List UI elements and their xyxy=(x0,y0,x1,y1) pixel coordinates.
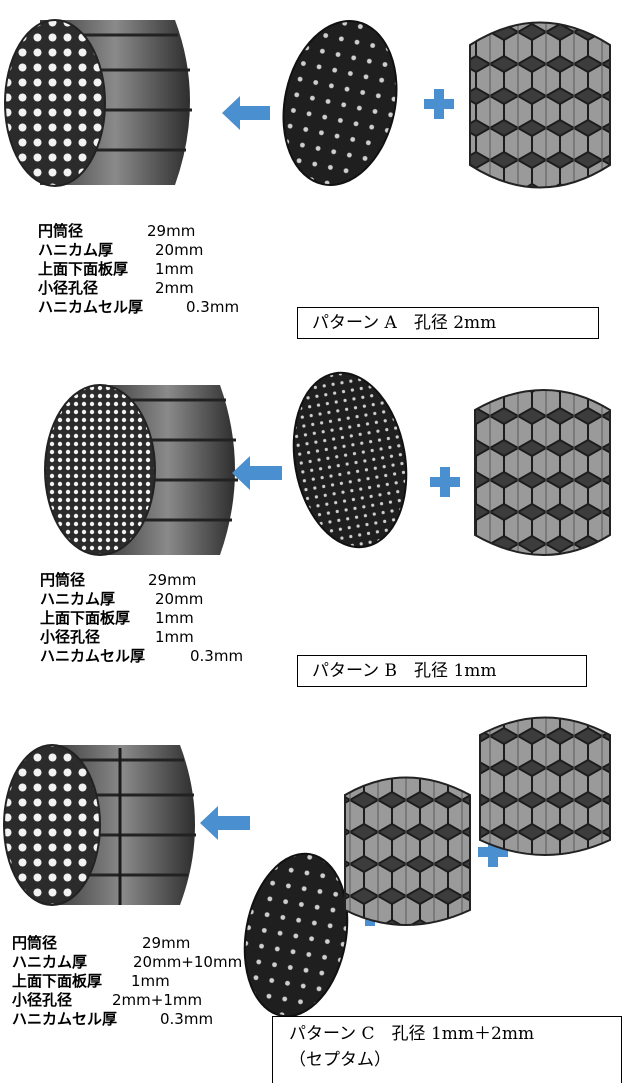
spec-value: 0.3mm xyxy=(186,298,240,316)
arrow-left-icon xyxy=(222,96,270,130)
honeycomb-core-a xyxy=(469,21,611,189)
section-b-illustration xyxy=(44,371,611,556)
pattern-b-label-box: パターン B 孔径 1mm xyxy=(297,655,587,687)
spec-label: 小径孔径 xyxy=(40,628,101,646)
perforated-plate-b xyxy=(292,371,408,549)
spec-value: 1mm xyxy=(155,628,194,646)
pattern-c-sublabel: （セプタム） xyxy=(289,1050,391,1070)
spec-value: 2mm xyxy=(155,279,194,297)
pattern-b-label: パターン B 孔径 1mm xyxy=(312,661,497,681)
pattern-c-label-box: パターン C 孔径 1mm＋2mm （セプタム） xyxy=(272,1016,622,1083)
perforated-plate-c xyxy=(243,852,349,1018)
arrow-left-icon xyxy=(200,806,250,840)
spec-label: ハニカムセル厚 xyxy=(12,1010,118,1028)
spec-label: ハニカム厚 xyxy=(12,953,88,971)
spec-label: 上面下面板厚 xyxy=(40,609,131,627)
spec-row: 円筒径 29mm xyxy=(40,571,280,590)
specs-pattern-b: 円筒径 29mm ハニカム厚 20mm 上面下面板厚 1mm 小径孔径 1mm ハニカム… xyxy=(40,571,280,666)
spec-row: ハニカムセル厚 0.3mm xyxy=(12,1010,282,1029)
spec-row: ハニカム厚 20mm+10mm xyxy=(12,953,282,972)
spec-row: 上面下面板厚 1mm xyxy=(40,609,280,628)
assembled-cylinder-c xyxy=(3,744,196,906)
spec-value: 1mm xyxy=(155,609,194,627)
spec-value: 20mm xyxy=(155,241,204,259)
spec-label: ハニカム厚 xyxy=(40,590,116,608)
plus-icon xyxy=(424,89,454,119)
spec-row: ハニカムセル厚 0.3mm xyxy=(38,298,278,317)
plus-icon xyxy=(478,837,508,867)
spec-row: ハニカム厚 20mm xyxy=(40,590,280,609)
assembled-cylinder-b xyxy=(44,384,238,556)
spec-row: 小径孔径 1mm xyxy=(40,628,280,647)
spec-label: ハニカムセル厚 xyxy=(38,298,144,316)
spec-row: 上面下面板厚 1mm xyxy=(12,972,282,991)
spec-value: 29mm xyxy=(142,934,191,952)
spec-label: 円筒径 xyxy=(12,934,58,952)
spec-row: 小径孔径 2mm+1mm xyxy=(12,991,282,1010)
spec-value: 1mm xyxy=(131,972,170,990)
spec-label: 上面下面板厚 xyxy=(12,972,103,990)
section-c-illustration xyxy=(3,716,611,1018)
pattern-a-label-box: パターン A 孔径 2mm xyxy=(297,307,599,339)
section-a-illustration xyxy=(4,19,611,189)
spec-row: 円筒径 29mm xyxy=(12,934,282,953)
spec-row: 円筒径 29mm xyxy=(38,222,278,241)
honeycomb-core-b xyxy=(474,389,611,556)
spec-label: 円筒径 xyxy=(38,222,84,240)
spec-value: 29mm xyxy=(148,571,197,589)
assembled-cylinder-a xyxy=(4,19,192,187)
spec-label: ハニカム厚 xyxy=(38,241,114,259)
spec-value: 2mm+1mm xyxy=(112,991,203,1009)
perforated-plate-a xyxy=(282,20,398,186)
spec-row: 小径孔径 2mm xyxy=(38,279,278,298)
spec-value: 20mm xyxy=(155,590,204,608)
spec-value: 0.3mm xyxy=(160,1010,214,1028)
spec-label: 小径孔径 xyxy=(12,991,73,1009)
spec-value: 0.3mm xyxy=(190,647,244,665)
honeycomb-core-c-front xyxy=(344,776,471,926)
arrow-left-icon xyxy=(232,456,282,490)
spec-value: 29mm xyxy=(147,222,196,240)
specs-pattern-c: 円筒径 29mm ハニカム厚 20mm+10mm 上面下面板厚 1mm 小径孔径 2mm… xyxy=(12,934,282,1029)
plus-icon xyxy=(430,467,460,497)
spec-label: 円筒径 xyxy=(40,571,86,589)
spec-row: ハニカムセル厚 0.3mm xyxy=(40,647,280,666)
spec-label: ハニカムセル厚 xyxy=(40,647,146,665)
spec-label: 上面下面板厚 xyxy=(38,260,129,278)
pattern-a-label: パターン A 孔径 2mm xyxy=(312,313,497,333)
spec-row: ハニカム厚 20mm xyxy=(38,241,278,260)
spec-value: 20mm+10mm xyxy=(133,953,243,971)
spec-value: 1mm xyxy=(155,260,194,278)
spec-row: 上面下面板厚 1mm xyxy=(38,260,278,279)
specs-pattern-a: 円筒径 29mm ハニカム厚 20mm 上面下面板厚 1mm 小径孔径 2mm ハニカム… xyxy=(38,222,278,317)
spec-label: 小径孔径 xyxy=(38,279,99,297)
honeycomb-core-c-back xyxy=(479,716,611,856)
pattern-c-label: パターン C 孔径 1mm＋2mm xyxy=(289,1024,535,1044)
